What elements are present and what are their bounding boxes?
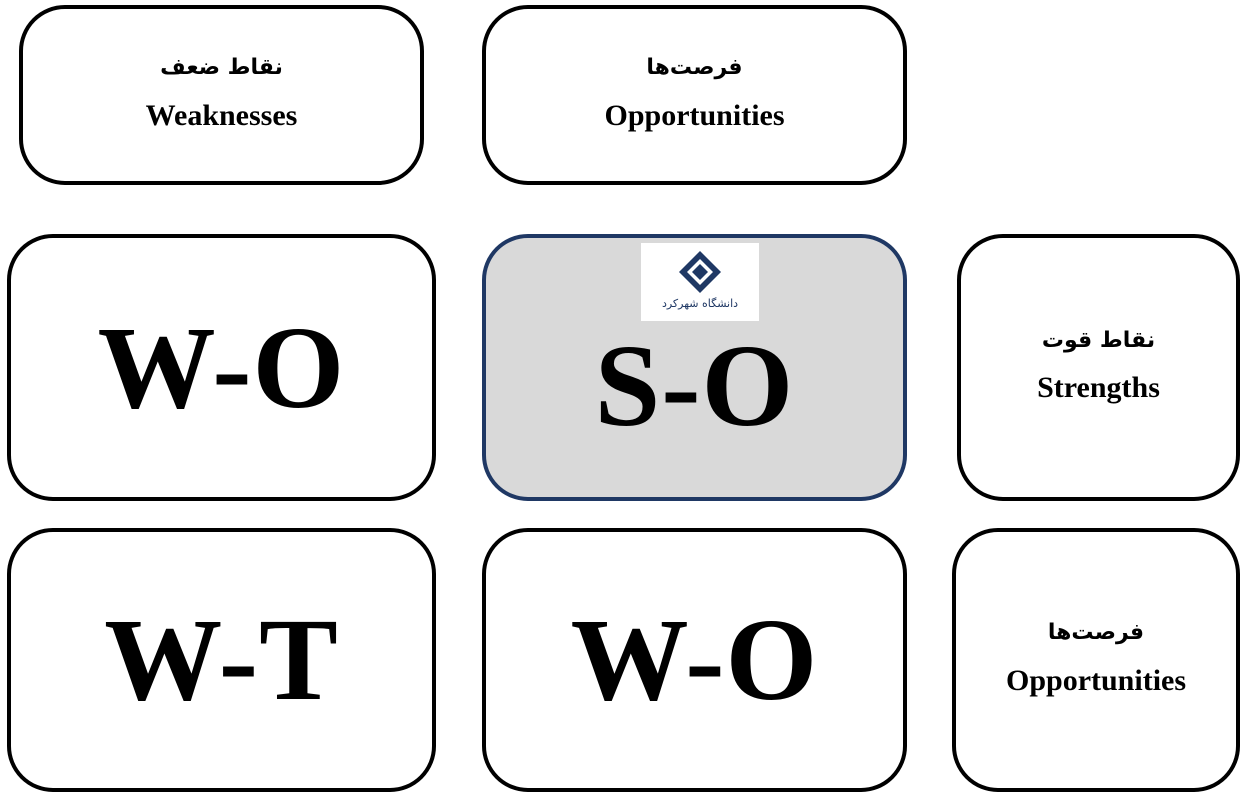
opportunities-label-fa: فرصت‌ها (646, 55, 743, 81)
wo-label-bottom: W-O (570, 594, 819, 725)
so-label: S-O (594, 319, 795, 451)
weaknesses-label-en: Weaknesses (145, 98, 298, 132)
wt-label: W-T (104, 594, 339, 725)
strengths-box: نقاط قوت Strengths (957, 234, 1240, 501)
university-logo-icon (679, 251, 721, 293)
opportunities-box-top: فرصت‌ها Opportunities (482, 5, 907, 185)
opportunities-box-bottom: فرصت‌ها Opportunities (952, 528, 1240, 792)
wo-quadrant-middle: W-O (7, 234, 436, 501)
university-logo-text: دانشگاه شهرکرد (661, 297, 739, 310)
opportunities-bottom-label-en: Opportunities (1005, 663, 1187, 697)
strengths-label-en: Strengths (1037, 371, 1160, 405)
opportunities-label-en: Opportunities (604, 98, 785, 132)
weaknesses-label-fa: نقاط ضعف (160, 55, 283, 81)
university-logo: دانشگاه شهرکرد (641, 243, 759, 321)
wt-quadrant: W-T (7, 528, 436, 792)
strengths-label-fa: نقاط قوت (1041, 327, 1156, 353)
weaknesses-box: نقاط ضعف Weaknesses (19, 5, 424, 185)
wo-quadrant-bottom: W-O (482, 528, 907, 792)
opportunities-bottom-label-fa: فرصت‌ها (1047, 620, 1145, 646)
wo-label: W-O (97, 301, 346, 433)
